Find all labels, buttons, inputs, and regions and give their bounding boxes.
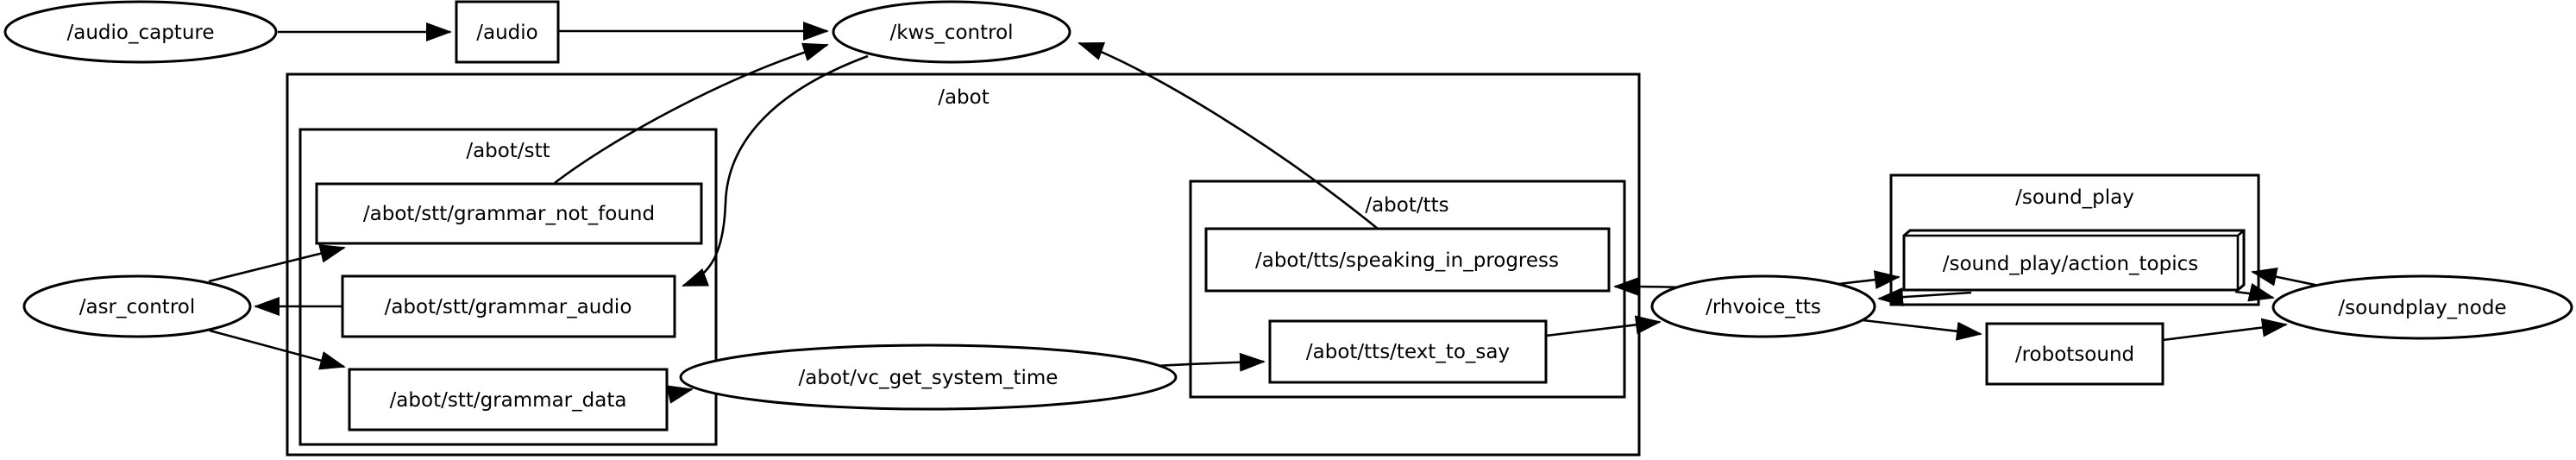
edges	[208, 22, 2320, 404]
topic-grammar-audio-box	[341, 274, 676, 338]
cluster-abot-label: /abot	[938, 86, 990, 109]
cluster-abot-box	[286, 72, 1641, 457]
node-rhvoice-tts-label: /rhvoice_tts	[1706, 296, 1821, 318]
topic-audio: /audio	[455, 0, 560, 64]
topic-grammar-audio-label: /abot/stt/grammar_audio	[385, 296, 632, 318]
edge-action-topics-to-soundplay-node	[2234, 282, 2275, 302]
node-rhvoice-tts: /rhvoice_tts	[1650, 274, 1876, 338]
node-soundplay-node: /soundplay_node	[2271, 274, 2573, 340]
topic-robotsound: /robotsound	[1985, 322, 2164, 386]
topic-robotsound-box	[1985, 322, 2164, 386]
topic-action-topics-box3d-inner	[1904, 230, 2245, 290]
edge-action-topics-to-rhvoice-tts	[1877, 287, 1972, 307]
cluster-abot-stt-box	[298, 128, 718, 446]
topic-text-to-say: /abot/tts/text_to_say	[1268, 319, 1548, 384]
node-rhvoice-tts-ellipse	[1650, 274, 1876, 338]
topic-grammar-data-box	[348, 368, 669, 432]
node-soundplay-node-ellipse	[2271, 274, 2573, 340]
edge-rhvoice-tts-to-action-topics	[1838, 270, 1901, 290]
topic-text-to-say-box	[1268, 319, 1548, 384]
node-kws-control-ellipse	[832, 0, 1071, 64]
node-asr-control-label: /asr_control	[79, 296, 196, 318]
topic-grammar-not-found-label: /abot/stt/grammar_not_found	[363, 203, 655, 225]
cluster-abot-stt: /abot/stt	[298, 128, 718, 446]
topic-speaking-in-progress: /abot/tts/speaking_in_progress	[1204, 227, 1611, 293]
topic-grammar-data: /abot/stt/grammar_data	[348, 368, 669, 432]
node-audio-capture-ellipse	[3, 0, 278, 64]
edge-rhvoice-tts-to-robotsound	[1862, 318, 1982, 341]
node-soundplay-node-label: /soundplay_node	[2338, 297, 2506, 319]
cluster-abot-stt-label: /abot/stt	[466, 140, 550, 162]
topic-speaking-in-progress-box	[1204, 227, 1611, 293]
edge-robotsound-to-soundplay-node	[2162, 318, 2288, 342]
edge-vc-get-system-time-to-text-to-say	[1156, 352, 1266, 372]
node-vc-get-system-time: /abot/vc_get_system_time	[679, 343, 1178, 411]
node-asr-control-ellipse	[22, 274, 252, 338]
edge-grammar-not-found-to-kws-control	[554, 42, 829, 185]
cluster-abot-tts-label: /abot/tts	[1365, 194, 1448, 217]
topic-audio-box	[455, 0, 560, 64]
cluster-abot: /abot	[286, 72, 1641, 457]
node-vc-get-system-time-ellipse	[679, 343, 1178, 411]
topic-grammar-audio: /abot/stt/grammar_audio	[341, 274, 676, 338]
topic-action-topics-label: /sound_play/action_topics	[1943, 253, 2199, 275]
node-audio-capture-label: /audio_capture	[66, 22, 214, 44]
node-audio-capture: /audio_capture	[3, 0, 278, 64]
cluster-sound-play-label: /sound_play	[2015, 186, 2134, 209]
cluster-sound-play: /sound_play	[1889, 173, 2260, 306]
edge-speaking-in-progress-to-kws-control	[1078, 41, 1379, 230]
edge-asr-control-to-grammar-data	[209, 329, 346, 370]
topic-grammar-not-found-box	[315, 182, 703, 245]
node-vc-get-system-time-label: /abot/vc_get_system_time	[799, 367, 1059, 389]
edge-asr-control-to-grammar-not-found	[208, 244, 346, 283]
node-kws-control: /kws_control	[832, 0, 1071, 64]
edge-kws-control-to-grammar-audio	[682, 54, 869, 287]
topic-action-topics-box3d-outline	[1902, 229, 2246, 292]
edge-text-to-say-to-rhvoice-tts	[1545, 315, 1662, 337]
node-kws-control-label: /kws_control	[889, 22, 1013, 44]
edge-soundplay-node-to-action-topics	[2251, 267, 2320, 287]
topic-speaking-in-progress-label: /abot/tts/speaking_in_progress	[1255, 249, 1559, 272]
topic-grammar-data-label: /abot/stt/grammar_data	[390, 389, 627, 412]
topic-text-to-say-label: /abot/tts/text_to_say	[1306, 341, 1510, 363]
topic-audio-label: /audio	[476, 22, 537, 44]
cluster-sound-play-box	[1889, 173, 2260, 306]
edge-grammar-data-to-vc-get-system-time	[666, 385, 694, 404]
topic-grammar-not-found: /abot/stt/grammar_not_found	[315, 182, 703, 245]
topic-robotsound-label: /robotsound	[2015, 343, 2134, 366]
node-asr-control: /asr_control	[22, 274, 252, 338]
topic-action-topics: /sound_play/action_topics	[1902, 229, 2246, 292]
